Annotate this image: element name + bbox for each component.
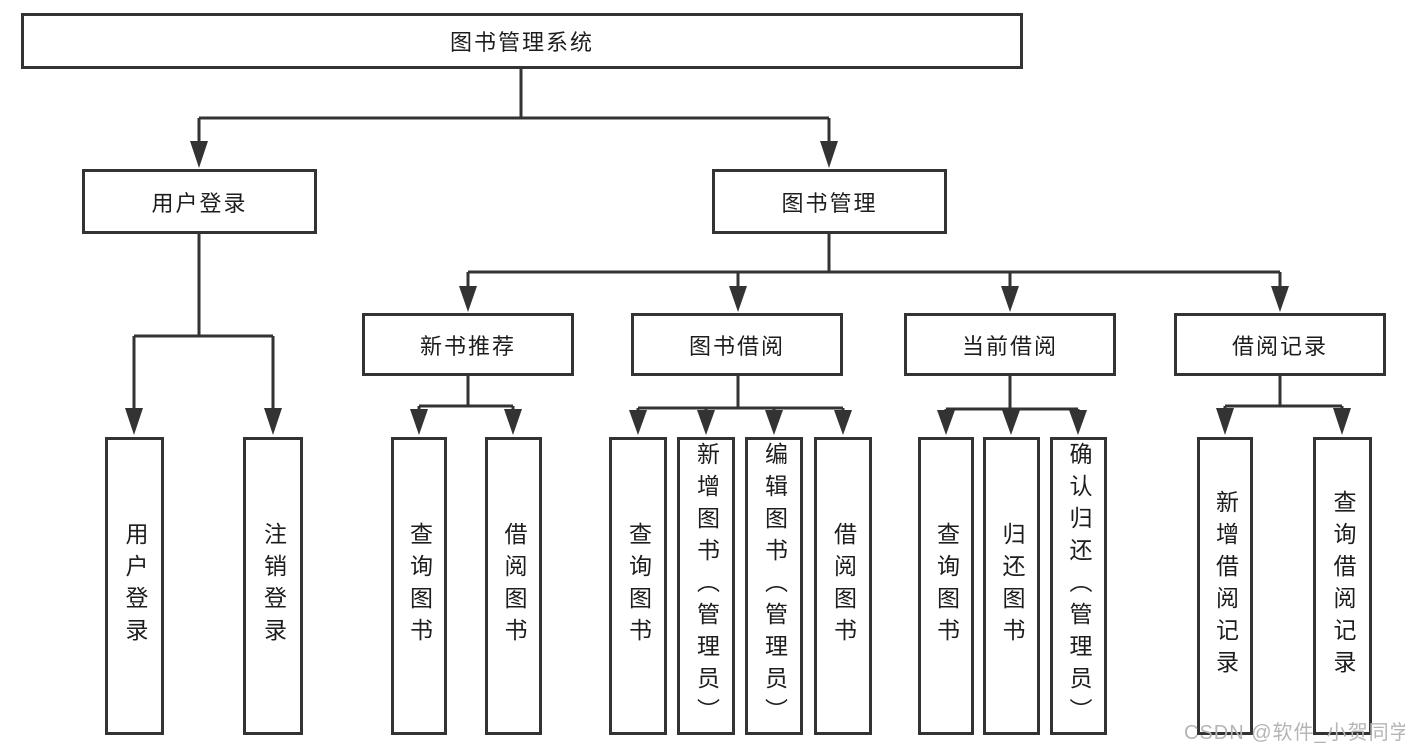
edges-borrow-records-to-children xyxy=(1216,376,1351,435)
edges-root-to-level2 xyxy=(190,69,838,168)
edges-user-login-to-children xyxy=(125,233,282,435)
edges-new-book-to-children xyxy=(410,376,522,435)
leaf-query-books-2: 查询图书 xyxy=(609,437,667,735)
node-user-login: 用户登录 xyxy=(82,169,317,234)
node-new-book-recommend: 新书推荐 xyxy=(362,313,574,376)
node-book-management: 图书管理 xyxy=(712,169,947,234)
leaf-user-login: 用户登录 xyxy=(105,437,164,735)
leaf-return-book: 归还图书 xyxy=(983,437,1040,735)
node-book-borrow: 图书借阅 xyxy=(631,313,843,376)
node-library-system: 图书管理系统 xyxy=(21,13,1023,69)
node-borrow-records: 借阅记录 xyxy=(1174,313,1386,376)
leaf-confirm-return-admin: 确认归还（管理员） xyxy=(1050,437,1107,735)
node-current-borrow: 当前借阅 xyxy=(904,313,1116,376)
edges-current-borrow-to-children xyxy=(937,376,1087,435)
leaf-add-book-admin: 新增图书（管理员） xyxy=(677,437,735,735)
leaf-edit-book-admin: 编辑图书（管理员） xyxy=(745,437,803,735)
watermark: CSDN @软件_小贺同学 xyxy=(1184,722,1405,744)
leaf-borrow-books-2: 借阅图书 xyxy=(814,437,872,735)
leaf-query-books-3: 查询图书 xyxy=(918,437,974,735)
leaf-query-borrow-record: 查询借阅记录 xyxy=(1313,437,1372,735)
leaf-add-borrow-record: 新增借阅记录 xyxy=(1197,437,1253,735)
leaf-query-books: 查询图书 xyxy=(391,437,447,735)
edges-book-borrow-to-children xyxy=(629,376,852,435)
edges-book-management-to-level3 xyxy=(459,233,1289,312)
leaf-logout: 注销登录 xyxy=(243,437,303,735)
leaf-borrow-books: 借阅图书 xyxy=(485,437,542,735)
